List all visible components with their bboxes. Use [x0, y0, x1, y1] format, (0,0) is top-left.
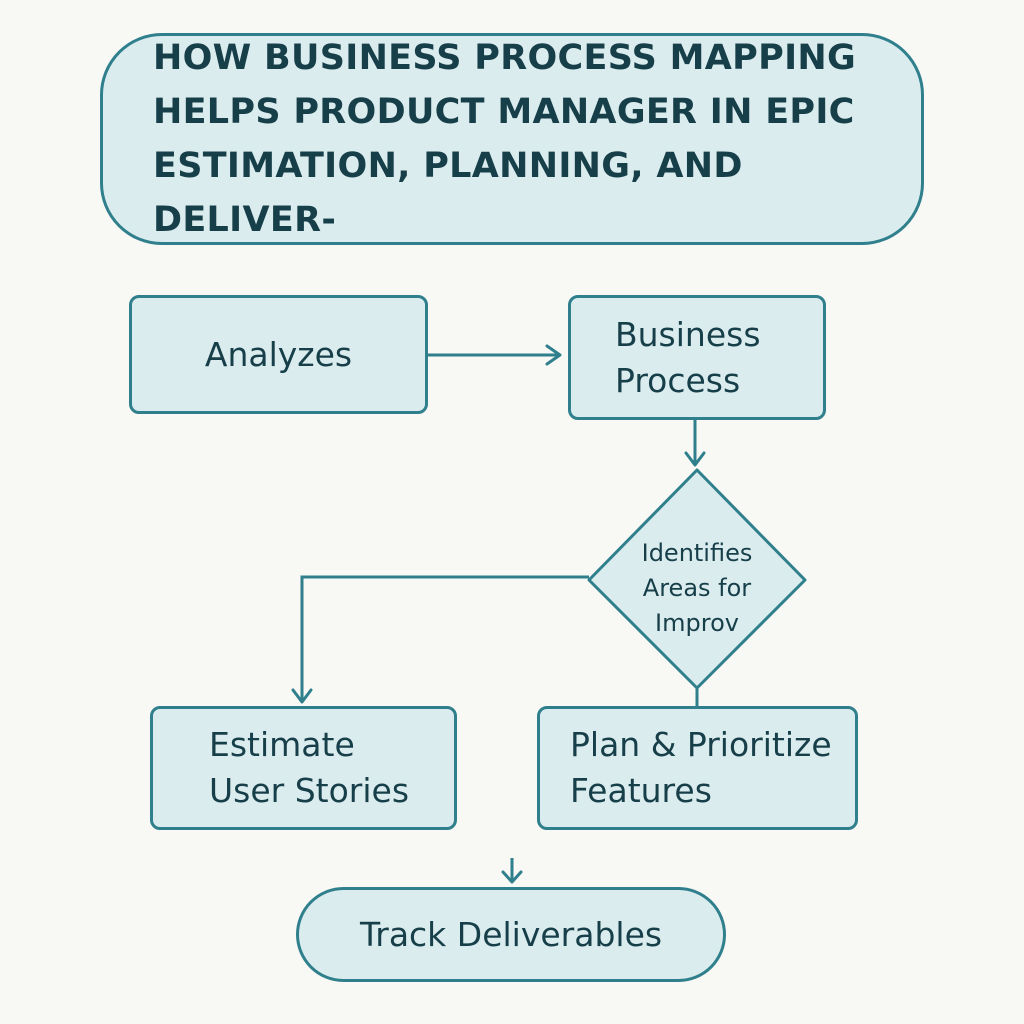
arrowhead-business-process: [545, 344, 562, 366]
node-business-process-label: Business Process: [615, 314, 761, 400]
decision-label: Identifies Areas for Improv: [641, 538, 753, 637]
node-estimate-label: Estimate User Stories: [209, 725, 410, 810]
node-track-label: Track Deliverables: [359, 914, 663, 954]
node-plan-label: Plan & Prioritize Features: [570, 725, 832, 810]
node-analyzes: Analyzes: [129, 295, 428, 414]
node-analyzes-label: Analyzes: [204, 334, 353, 374]
arrow-decision-to-estimate: [300, 575, 589, 702]
node-track-deliverables: Track Deliverables: [296, 887, 726, 982]
arrowhead-decision: [684, 451, 706, 467]
arrowhead-track-deliverables: [501, 870, 523, 884]
node-business-process: Business Process: [568, 295, 826, 420]
diagram-title: HOW BUSINESS PROCESS MAPPING HELPS PRODU…: [153, 38, 857, 240]
node-plan-prioritize: Plan & Prioritize Features: [537, 706, 858, 830]
title-box: HOW BUSINESS PROCESS MAPPING HELPS PRODU…: [100, 33, 924, 245]
node-estimate-user-stories: Estimate User Stories: [150, 706, 457, 830]
arrowhead-estimate: [291, 688, 313, 704]
